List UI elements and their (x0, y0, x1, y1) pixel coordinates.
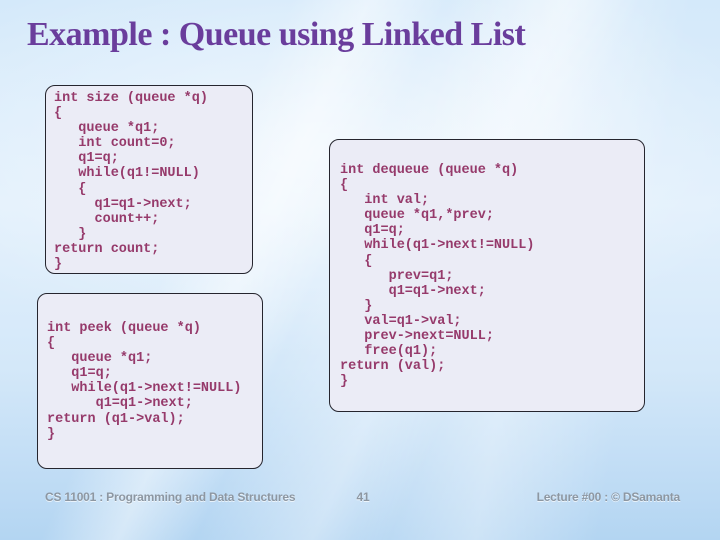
footer-page-number: 41 (356, 490, 370, 504)
code-box-size-function: int size (queue *q) { queue *q1; int cou… (45, 85, 253, 274)
footer-lecture-label: Lecture #00 : © DSamanta (536, 490, 681, 504)
slide-footer: CS 11001 : Programming and Data Structur… (0, 490, 720, 506)
slide-title: Example : Queue using Linked List (27, 16, 526, 53)
footer-course-label: CS 11001 : Programming and Data Structur… (45, 490, 296, 504)
code-box-dequeue-function: int dequeue (queue *q) { int val; queue … (329, 139, 645, 412)
code-box-peek-function: int peek (queue *q) { queue *q1; q1=q; w… (37, 293, 263, 469)
